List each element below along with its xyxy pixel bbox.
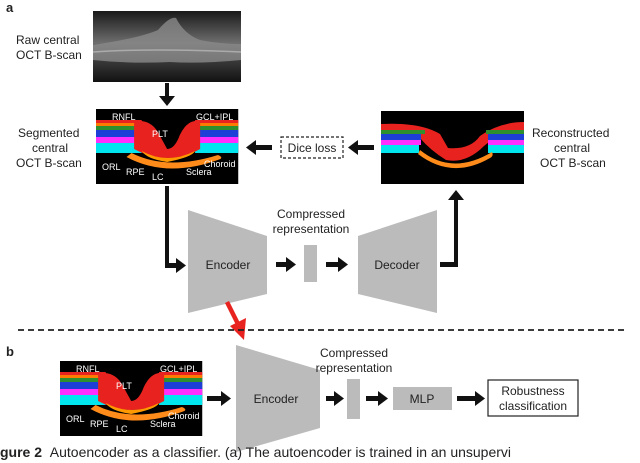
arrow-to-dice-left (246, 140, 272, 155)
mlp-block (393, 387, 452, 410)
label-orl-b: ORL (66, 414, 85, 424)
reconstructed-label-line2: central (554, 141, 590, 155)
caption-text: Autoencoder as a classifier. (a) The aut… (49, 444, 512, 460)
label-rnfl-b: RNFL (76, 364, 100, 374)
segmented-tissue-labels-a: RNFL GCL+IPL PLT ORL RPE LC Sclera Choro… (102, 112, 236, 182)
raw-scan-label-line2: OCT B-scan (16, 48, 82, 62)
label-sclera-a: Sclera (186, 167, 212, 177)
label-orl-a: ORL (102, 162, 121, 172)
dice-loss-box (280, 136, 344, 159)
label-plt-a: PLT (152, 129, 168, 139)
arrow-encoder-to-latent-a (276, 257, 296, 272)
raw-scan-label-line1: Raw central (16, 33, 79, 47)
arrow-latent-to-mlp (366, 391, 388, 406)
panel-b-letter: b (6, 344, 14, 359)
compressed-label-b-line1: Compressed (320, 346, 388, 360)
label-gcl-ipl-b: GCL+IPL (160, 364, 197, 374)
label-rpe-a: RPE (126, 167, 145, 177)
compressed-label-a-line1: Compressed (277, 207, 345, 221)
compressed-label-b-line2: representation (316, 361, 393, 375)
caption-number: gure 2 (0, 444, 43, 460)
arrow-segmented-to-encoder (165, 186, 186, 273)
segmented-label-line2: central (32, 141, 68, 155)
segmented-label-line3: OCT B-scan (16, 156, 82, 170)
label-choroid-a: Choroid (204, 159, 236, 169)
arrow-mlp-to-output (457, 391, 485, 406)
segmented-label-line1: Segmented (18, 126, 79, 140)
arrow-decoder-to-reconstructed (440, 190, 464, 267)
decoder-label: Decoder (374, 258, 419, 272)
mlp-label: MLP (410, 392, 435, 406)
encoder-block-a (188, 210, 267, 313)
label-rnfl-a: RNFL (112, 112, 136, 122)
arrow-to-dice-right (348, 140, 374, 155)
segmented-tissue-labels-b: RNFL GCL+IPL PLT ORL RPE LC Sclera Choro… (66, 364, 200, 434)
label-plt-b: PLT (116, 381, 132, 391)
encoder-label-a: Encoder (206, 258, 251, 272)
label-lc-a: LC (152, 172, 164, 182)
arrow-raw-to-segmented (159, 83, 175, 106)
latent-block-b (347, 379, 360, 419)
panel-a-letter: a (6, 0, 14, 15)
arrow-encoder-to-latent-b (326, 391, 344, 406)
reconstructed-label-line3: OCT B-scan (540, 156, 606, 170)
compressed-label-a-line2: representation (273, 222, 350, 236)
label-lc-b: LC (116, 424, 128, 434)
label-sclera-b: Sclera (150, 419, 176, 429)
red-arrow-encoder-transfer (224, 300, 246, 340)
robustness-label-line1: Robustness (501, 384, 564, 398)
arrow-latent-to-decoder (326, 257, 348, 272)
arrow-segmented-to-encoder-b (207, 391, 231, 406)
label-rpe-b: RPE (90, 419, 109, 429)
label-gcl-ipl-a: GCL+IPL (196, 112, 233, 122)
reconstructed-label-line1: Reconstructed (532, 126, 609, 140)
robustness-label-line2: classification (499, 399, 567, 413)
dice-loss-label: Dice loss (288, 141, 337, 155)
robustness-output-box (487, 379, 579, 417)
encoder-label-b: Encoder (254, 392, 299, 406)
figure-caption: gure 2 Autoencoder as a classifier. (a) … (0, 442, 640, 463)
latent-block-a (304, 245, 317, 282)
reconstructed-scan-image (381, 111, 524, 184)
label-choroid-b: Choroid (168, 411, 200, 421)
decoder-block (358, 210, 437, 313)
raw-oct-scan-image (92, 11, 242, 82)
encoder-block-b (236, 345, 320, 452)
